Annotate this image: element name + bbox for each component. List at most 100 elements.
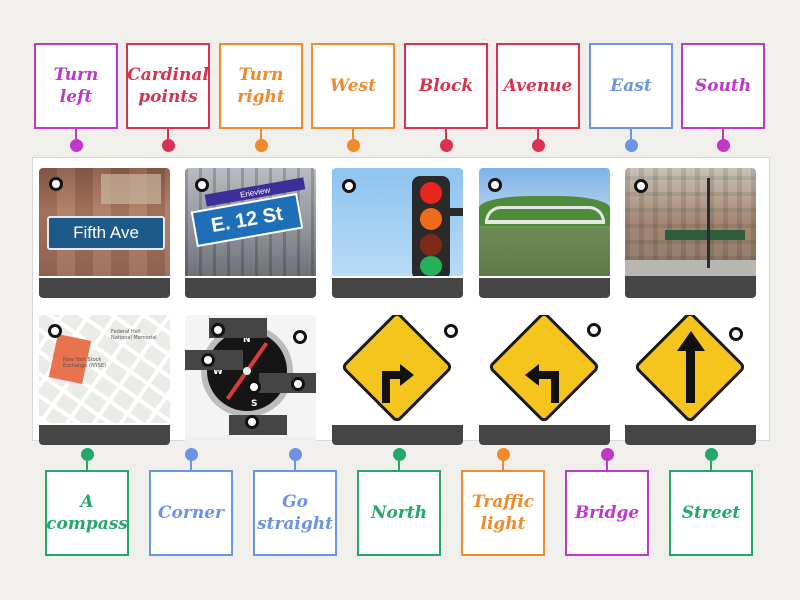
pin-dot bbox=[497, 448, 510, 461]
label-text: East bbox=[610, 76, 652, 96]
hotspot-dot[interactable] bbox=[247, 380, 261, 394]
label-card-street[interactable]: Street bbox=[669, 470, 753, 556]
label-text: Traffic light bbox=[471, 492, 535, 534]
drop-zone[interactable] bbox=[479, 425, 610, 445]
pin-stem bbox=[398, 458, 400, 470]
label-text: Bridge bbox=[574, 503, 640, 523]
label-card-north[interactable]: North bbox=[357, 470, 441, 556]
pin-dot bbox=[532, 139, 545, 152]
hotspot-dot[interactable] bbox=[201, 353, 215, 367]
label-card-go-straight[interactable]: Go straight bbox=[253, 470, 337, 556]
label-card-turn-left[interactable]: Turn left bbox=[34, 43, 118, 129]
drop-zone[interactable] bbox=[332, 425, 463, 445]
drop-zone[interactable] bbox=[185, 278, 316, 298]
hotspot-dot[interactable] bbox=[291, 377, 305, 391]
pin-dot bbox=[81, 448, 94, 461]
pin-stem bbox=[710, 458, 712, 470]
image-bridge bbox=[479, 168, 610, 298]
hotspot-dot[interactable] bbox=[49, 177, 63, 191]
hotspot-dot[interactable] bbox=[634, 179, 648, 193]
drop-zone-compass-e[interactable] bbox=[259, 373, 316, 393]
hotspot-dot[interactable] bbox=[342, 179, 356, 193]
pin-dot bbox=[601, 448, 614, 461]
hotspot-dot[interactable] bbox=[587, 323, 601, 337]
pin-stem bbox=[502, 458, 504, 470]
image-street-sign: Erieview E. 12 St bbox=[185, 168, 316, 298]
drop-zone[interactable] bbox=[625, 276, 756, 298]
drop-zone[interactable] bbox=[39, 425, 170, 445]
pin-dot bbox=[440, 139, 453, 152]
hotspot-dot[interactable] bbox=[211, 323, 225, 337]
hotspot-dot[interactable] bbox=[293, 330, 307, 344]
label-card-traffic-light[interactable]: Traffic light bbox=[461, 470, 545, 556]
e12-sign-text: E. 12 St bbox=[209, 202, 285, 237]
drop-zone[interactable] bbox=[625, 425, 756, 445]
compass-s-letter: S bbox=[251, 399, 258, 409]
label-text: A compass bbox=[46, 492, 128, 534]
hotspot-dot[interactable] bbox=[245, 415, 259, 429]
image-street-corner bbox=[625, 168, 756, 298]
pin-dot bbox=[162, 139, 175, 152]
label-card-south[interactable]: South bbox=[681, 43, 765, 129]
pin-dot bbox=[717, 139, 730, 152]
hotspot-dot[interactable] bbox=[195, 178, 209, 192]
image-sign-turn-left bbox=[479, 315, 610, 445]
image-fifth-ave: Fifth Ave bbox=[39, 168, 170, 298]
drop-zone[interactable] bbox=[479, 278, 610, 298]
pin-stem bbox=[167, 129, 169, 141]
compass-n-letter: N bbox=[243, 335, 251, 345]
label-text: West bbox=[330, 76, 376, 96]
hotspot-dot[interactable] bbox=[48, 324, 62, 338]
pin-dot bbox=[289, 448, 302, 461]
pin-stem bbox=[445, 129, 447, 141]
hotspot-dot[interactable] bbox=[444, 324, 458, 338]
label-card-avenue[interactable]: Avenue bbox=[496, 43, 580, 129]
label-card-bridge[interactable]: Bridge bbox=[565, 470, 649, 556]
pin-dot bbox=[625, 139, 638, 152]
label-text: Avenue bbox=[503, 76, 573, 96]
fifth-ave-sign-text: Fifth Ave bbox=[73, 223, 139, 242]
pin-stem bbox=[260, 129, 262, 141]
hotspot-dot[interactable] bbox=[488, 178, 502, 192]
image-map: New York Stock Exchange (NYSE) Federal H… bbox=[39, 315, 170, 445]
label-text: Turn left bbox=[53, 65, 99, 107]
label-text: Cardinal points bbox=[127, 65, 209, 107]
label-text: Turn right bbox=[237, 65, 285, 107]
label-card-corner[interactable]: Corner bbox=[149, 470, 233, 556]
pin-dot bbox=[347, 139, 360, 152]
pin-stem bbox=[537, 129, 539, 141]
pin-stem bbox=[606, 458, 608, 470]
label-text: South bbox=[694, 76, 752, 96]
pin-stem bbox=[190, 458, 192, 470]
label-text: Block bbox=[418, 76, 474, 96]
pin-stem bbox=[722, 129, 724, 141]
pin-dot bbox=[185, 448, 198, 461]
label-text: Corner bbox=[158, 503, 224, 523]
pin-dot bbox=[255, 139, 268, 152]
image-sign-turn-right bbox=[332, 315, 463, 445]
label-card-block[interactable]: Block bbox=[404, 43, 488, 129]
image-compass: N W S bbox=[185, 315, 316, 445]
drop-zone[interactable] bbox=[332, 278, 463, 298]
map-label-federal-hall: Federal Hall National Memorial bbox=[111, 329, 157, 341]
pin-dot bbox=[705, 448, 718, 461]
pin-stem bbox=[75, 129, 77, 141]
compass-w-letter: W bbox=[213, 367, 223, 377]
label-card-a-compass[interactable]: A compass bbox=[45, 470, 129, 556]
pin-dot bbox=[70, 139, 83, 152]
label-card-turn-right[interactable]: Turn right bbox=[219, 43, 303, 129]
pin-dot bbox=[393, 448, 406, 461]
pin-stem bbox=[630, 129, 632, 141]
drop-zone[interactable] bbox=[39, 278, 170, 298]
image-sign-go-straight bbox=[625, 315, 756, 445]
pin-stem bbox=[86, 458, 88, 470]
pin-stem bbox=[352, 129, 354, 141]
label-card-east[interactable]: East bbox=[589, 43, 673, 129]
label-card-west[interactable]: West bbox=[311, 43, 395, 129]
hotspot-dot[interactable] bbox=[729, 327, 743, 341]
label-text: Go straight bbox=[257, 492, 333, 534]
label-card-cardinal-points[interactable]: Cardinal points bbox=[126, 43, 210, 129]
label-text: North bbox=[370, 503, 428, 523]
pin-stem bbox=[294, 458, 296, 470]
image-traffic-light bbox=[332, 168, 463, 298]
